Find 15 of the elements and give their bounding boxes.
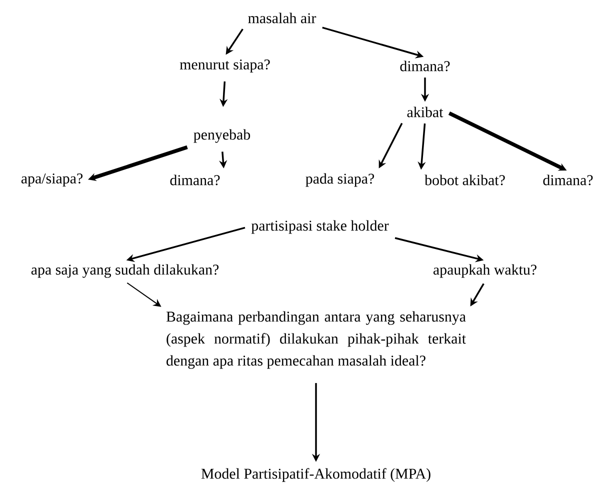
text-label: dimana? bbox=[170, 174, 220, 186]
text-label: Model Partisipatif-Akomodatif (MPA) bbox=[201, 468, 430, 482]
text-label: apa saja yang sudah dilakukan? bbox=[31, 264, 219, 278]
text-label: apa/siapa? bbox=[21, 173, 82, 187]
text-label: dimana? bbox=[543, 174, 593, 186]
paragraph: Bagaimana perbandingan antara yang seharusnya (aspek normatif) dilakukan pihak-pihak terkait dengan apa ritas pemecahan masalah ideal? bbox=[166, 311, 466, 369]
text-label: masalah air bbox=[248, 12, 316, 24]
text-label: akibat bbox=[407, 106, 444, 118]
text-label: pada siapa? bbox=[306, 173, 374, 187]
text-label: apaupkah waktu? bbox=[433, 264, 536, 278]
text-label: penyebab bbox=[194, 129, 250, 143]
text-label: dimana? bbox=[400, 60, 450, 72]
text-label: partisipasi stake holder bbox=[251, 220, 389, 234]
text-label: menurut siapa? bbox=[180, 59, 270, 73]
text-label: bobot akibat? bbox=[424, 174, 505, 186]
